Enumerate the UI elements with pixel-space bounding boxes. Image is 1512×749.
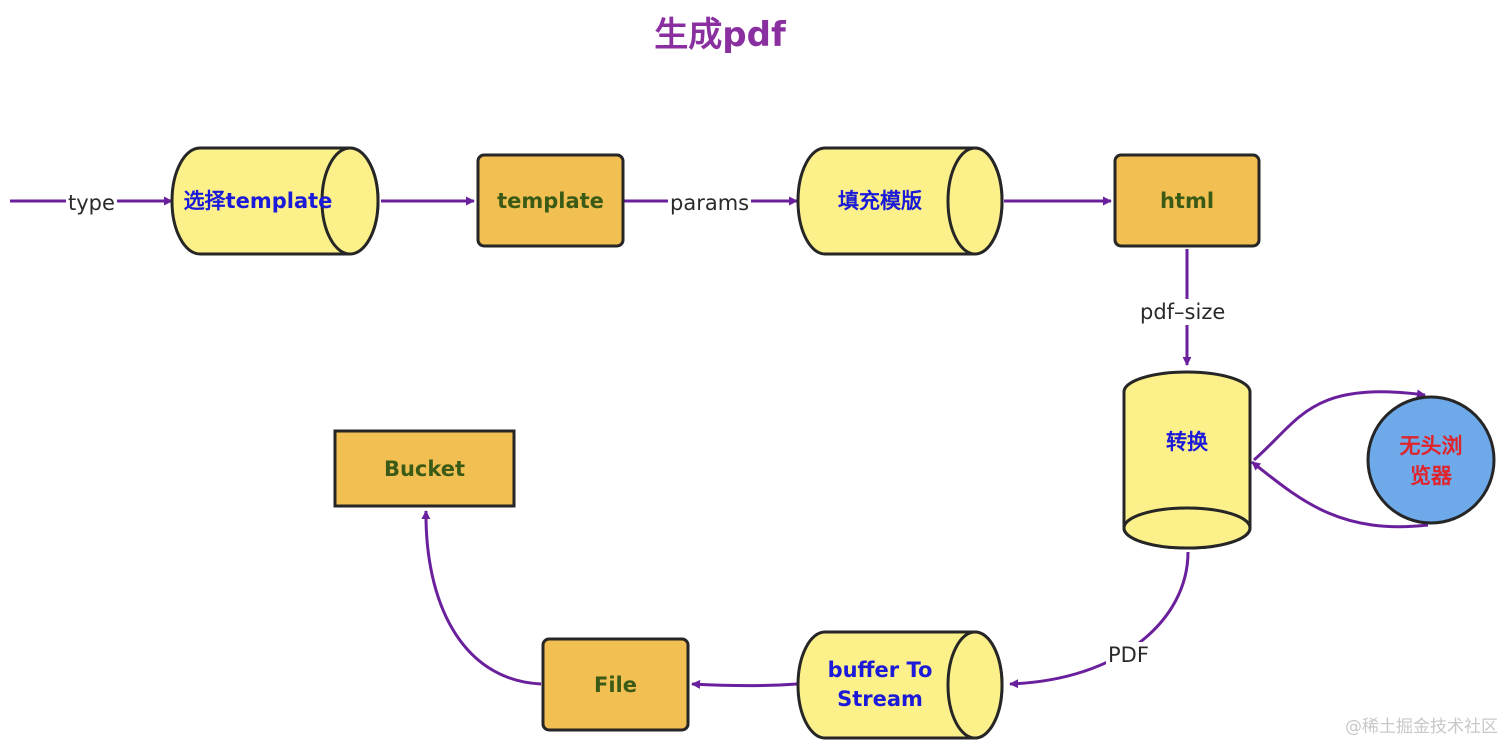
file-node xyxy=(541,637,690,732)
select-template-label: 选择template xyxy=(183,189,333,213)
edge-pdf xyxy=(1009,551,1190,689)
watermark: @稀土掘金技术社区 xyxy=(1345,717,1498,737)
html-node xyxy=(1113,153,1261,248)
template-label: template xyxy=(497,189,604,213)
bucket-node xyxy=(333,429,516,508)
bucket-label: Bucket xyxy=(383,457,466,481)
select-template-node xyxy=(170,146,380,256)
edge-label-pdf-size: pdf–size xyxy=(1138,299,1228,325)
buffer-to-stream-node xyxy=(796,630,1004,740)
edge-buffer-to-file xyxy=(691,679,798,689)
convert-label: 转换 xyxy=(1166,430,1208,454)
fill-template-label: 填充模版 xyxy=(838,189,922,213)
headless-browser-node xyxy=(1366,395,1496,525)
edge-convert-to-browser xyxy=(1253,389,1426,462)
buffer-to-stream-label-line2: Stream xyxy=(837,687,923,711)
html-label: html xyxy=(1159,189,1215,213)
edge-file-to-bucket xyxy=(421,510,542,686)
edge-browser-to-convert xyxy=(1251,460,1429,529)
edge-label-pdf: PDF xyxy=(1106,642,1151,668)
convert-node xyxy=(1122,370,1252,550)
fill-template-node xyxy=(796,146,1004,256)
buffer-to-stream-label-line1: buffer To xyxy=(827,658,933,682)
template-node xyxy=(476,153,625,248)
headless-browser-label-line2: 览器 xyxy=(1410,464,1452,488)
file-label: File xyxy=(594,673,637,697)
diagram-title: 生成pdf xyxy=(654,15,786,55)
edge-label-params: params xyxy=(668,190,752,216)
headless-browser-label-line1: 无头浏 xyxy=(1399,434,1463,458)
edge-label-type: type xyxy=(66,190,117,216)
